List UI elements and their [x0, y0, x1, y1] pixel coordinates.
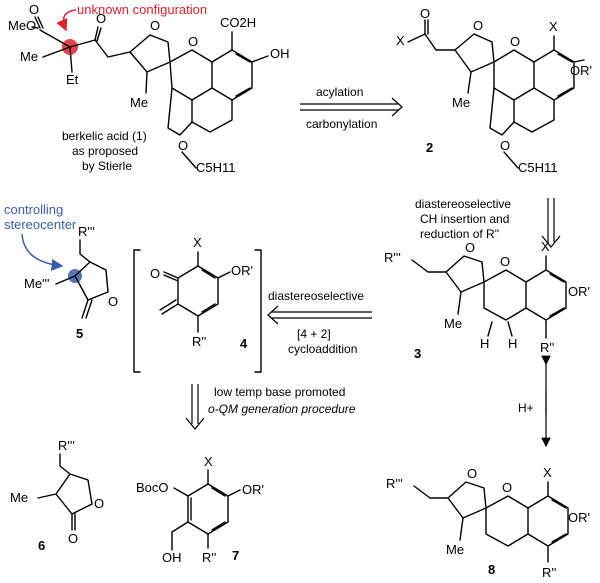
o-label-4: O — [150, 266, 160, 281]
stereocenter-arrow — [21, 233, 64, 271]
me-label-8: Me — [446, 542, 464, 557]
or-label-7: OR' — [242, 482, 264, 497]
compound-label-3: 3 — [414, 346, 421, 361]
r3-label-3: R''' — [384, 250, 401, 265]
r3-label-5: R''' — [78, 224, 95, 239]
or-label-3: OR' — [568, 284, 590, 299]
x-label-8: X — [543, 465, 552, 480]
h-label-3a: H — [480, 336, 489, 351]
r2-label-8: R'' — [542, 565, 556, 580]
or-label-8: OR' — [568, 510, 590, 525]
et-label-1: Et — [66, 72, 79, 87]
r2-label-4: R'' — [192, 334, 206, 349]
unknown-config-arrow — [56, 9, 77, 32]
cyclo-label-3: cycloaddition — [288, 342, 357, 356]
oh-label-7: OH — [162, 550, 182, 565]
x-label-7: X — [204, 454, 213, 469]
ketone-o-label: O — [96, 11, 106, 26]
co2h-label-1: CO2H — [220, 15, 256, 30]
o-label-2a: O — [420, 6, 430, 21]
compound-8: R''' O Me O X OR' R'' 8 — [386, 465, 590, 580]
furan-o-label-8: O — [467, 466, 477, 481]
or-label-4: OR' — [231, 263, 253, 278]
compound-label-7: 7 — [232, 548, 239, 563]
cycloaddition-arrow: diastereoselective [4 + 2] cycloaddition — [267, 289, 372, 356]
compound-label-2: 2 — [426, 140, 433, 155]
cyclo-label-1: diastereoselective — [268, 289, 364, 303]
oqm-label-2: o-QM generation procedure — [208, 402, 356, 416]
acid-equilibrium-arrow: H+ — [518, 355, 551, 448]
h-label-3b: H — [508, 336, 517, 351]
c5h11-label-1: C5H11 — [196, 160, 236, 175]
compound-3: R''' O Me O X OR' R'' H H 3 — [384, 239, 590, 361]
insertion-label-1: diastereoselective — [415, 197, 511, 211]
pyran-o-label-1: O — [188, 34, 198, 49]
furan-o-label-2: O — [473, 18, 483, 33]
me-label-3: Me — [444, 316, 462, 331]
compound-6: R''' O Me O 6 — [10, 438, 104, 553]
x-label-4: X — [193, 235, 202, 250]
r2-label-3: R'' — [540, 340, 554, 355]
c5h11-label-2: C5H11 — [518, 160, 558, 175]
carbonylation-label: carbonylation — [306, 117, 377, 131]
oqm-label-1: low temp base promoted — [214, 385, 345, 399]
pyran2-o-label-2: O — [500, 138, 510, 153]
ch-insertion-arrow: diastereoselective CH insertion and redu… — [415, 197, 561, 248]
cyclo-label-2: [4 + 2] — [297, 327, 331, 341]
acylation-label: acylation — [316, 85, 363, 99]
insertion-label-2: CH insertion and — [420, 212, 509, 226]
carbonyl-o-label-6: O — [68, 531, 78, 546]
me-label-5: Me''' — [24, 276, 50, 291]
compound-1-berkelic-acid: unknown configuration MeO O Me Et O O Me… — [8, 2, 290, 175]
r3-label-8: R''' — [386, 476, 403, 491]
compound-label-4: 4 — [240, 336, 248, 351]
pyran-o-label-2: O — [510, 34, 520, 49]
x-label-3: X — [541, 239, 550, 254]
oh-label-1: OH — [270, 46, 290, 61]
unknown-configuration-label: unknown configuration — [77, 2, 207, 17]
furan-o-label-1: O — [150, 18, 160, 33]
controlling-stereocenter-label-1: controlling — [4, 202, 63, 217]
ring-o-label-6: O — [94, 496, 104, 511]
x-label-2a: X — [396, 33, 405, 48]
x-label-2b: X — [549, 19, 558, 34]
furan-o-label-3: O — [465, 240, 475, 255]
compound-2: X O O Me O X OR' O C5H11 2 — [396, 6, 592, 175]
compound-5: controlling stereocenter R''' O Me''' 5 — [4, 202, 118, 341]
insertion-label-3: reduction of R" — [420, 227, 499, 241]
compound-label-8: 8 — [488, 562, 495, 577]
me-label-1: Me — [20, 49, 38, 64]
pyran-o-label-8: O — [502, 480, 512, 495]
ring-o-label-5: O — [108, 294, 118, 309]
r3-label-6: R''' — [58, 438, 75, 453]
compound-4: X OR' O R'' 4 — [133, 235, 262, 373]
me-label-1b: Me — [130, 95, 148, 110]
oqm-generation-arrow: low temp base promoted o-QM generation p… — [185, 384, 356, 430]
meo-label: MeO — [8, 18, 36, 33]
acylation-arrow: acylation carbonylation — [300, 85, 403, 131]
berkelic-caption-2: as proposed — [72, 144, 138, 158]
acid-label: H+ — [518, 401, 534, 415]
compound-label-5: 5 — [76, 326, 83, 341]
berkelic-caption-3: by Stierle — [82, 159, 132, 173]
pyran2-o-label-1: O — [178, 138, 188, 153]
pyran-o-label-3: O — [500, 254, 510, 269]
controlling-stereocenter-label-2: stereocenter — [4, 217, 77, 232]
berkelic-caption-1: berkelic acid (1) — [62, 129, 147, 143]
compound-label-6: 6 — [38, 538, 45, 553]
or-label-2: OR' — [570, 63, 592, 78]
ester-o-label: O — [29, 2, 39, 17]
r2-label-7: R'' — [202, 550, 216, 565]
me-label-2: Me — [452, 95, 470, 110]
boco-label-7: BocO — [136, 480, 169, 495]
me-label-6: Me — [10, 490, 28, 505]
compound-7: X BocO OR' OH R'' 7 — [136, 454, 264, 565]
